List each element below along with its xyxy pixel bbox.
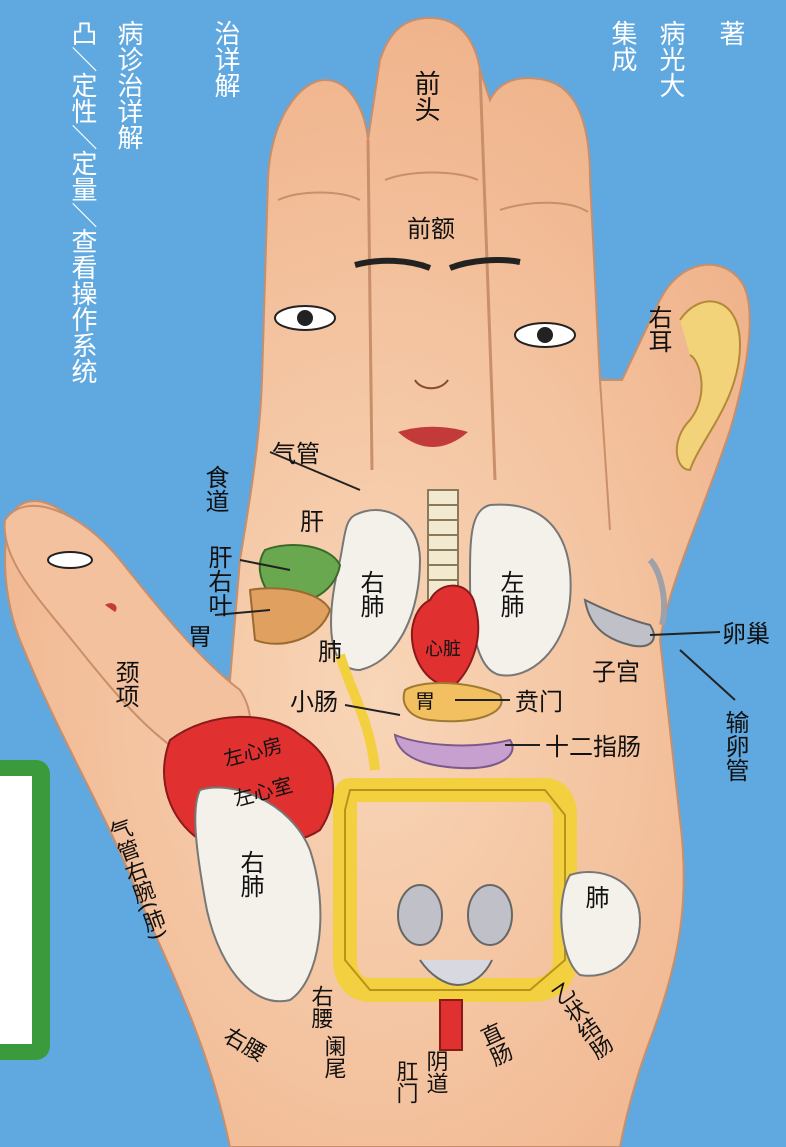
label-small-intestine: 小肠 (290, 688, 338, 716)
label-uterus: 子宫 (592, 658, 640, 686)
label-forehead-front: 前头 (410, 70, 440, 122)
label-liver-right-lobe: 肝右叶 (204, 545, 232, 617)
side-text-col1: 凸＼定性＼定量＼查看操作系统 (67, 20, 97, 384)
label-cardia: 贲门 (515, 688, 563, 716)
label-esophagus: 食道 (201, 465, 229, 513)
label-anus: 肛门 (393, 1060, 419, 1104)
label-right-ear: 右耳 (644, 305, 672, 353)
label-lung-small: 肺 (318, 638, 342, 666)
side-text-col3: 治详解 (210, 20, 240, 98)
label-stomach-left: 胃 (188, 623, 212, 651)
green-frame (0, 760, 50, 1060)
label-heart: 心脏 (425, 639, 461, 660)
side-text-col5: 集成 (607, 20, 637, 72)
side-text-col6: 著 (715, 20, 745, 46)
label-appendix: 阑尾 (321, 1035, 347, 1079)
label-trachea: 气管 (272, 440, 320, 468)
label-right-kidney: 右腰 (308, 985, 334, 1029)
label-neck: 颈项 (111, 660, 139, 708)
label-right-lung-upper: 右肺 (356, 570, 384, 618)
label-left-lung: 左肺 (496, 570, 524, 618)
label-stomach: 胃 (415, 689, 435, 713)
label-lung-right: 肺 (581, 885, 609, 909)
side-text-col4: 病光大 (655, 20, 685, 98)
side-text-col2: 病诊治详解 (113, 20, 143, 150)
label-right-lung-lower: 右肺 (236, 850, 264, 898)
label-vagina: 阴道 (423, 1050, 449, 1094)
label-forehead: 前额 (407, 215, 455, 243)
label-fallopian-tube: 输卵管 (721, 710, 749, 782)
label-ovary: 卵巢 (722, 620, 770, 648)
label-liver: 肝 (300, 508, 324, 536)
label-duodenum: 十二指肠 (545, 733, 641, 761)
